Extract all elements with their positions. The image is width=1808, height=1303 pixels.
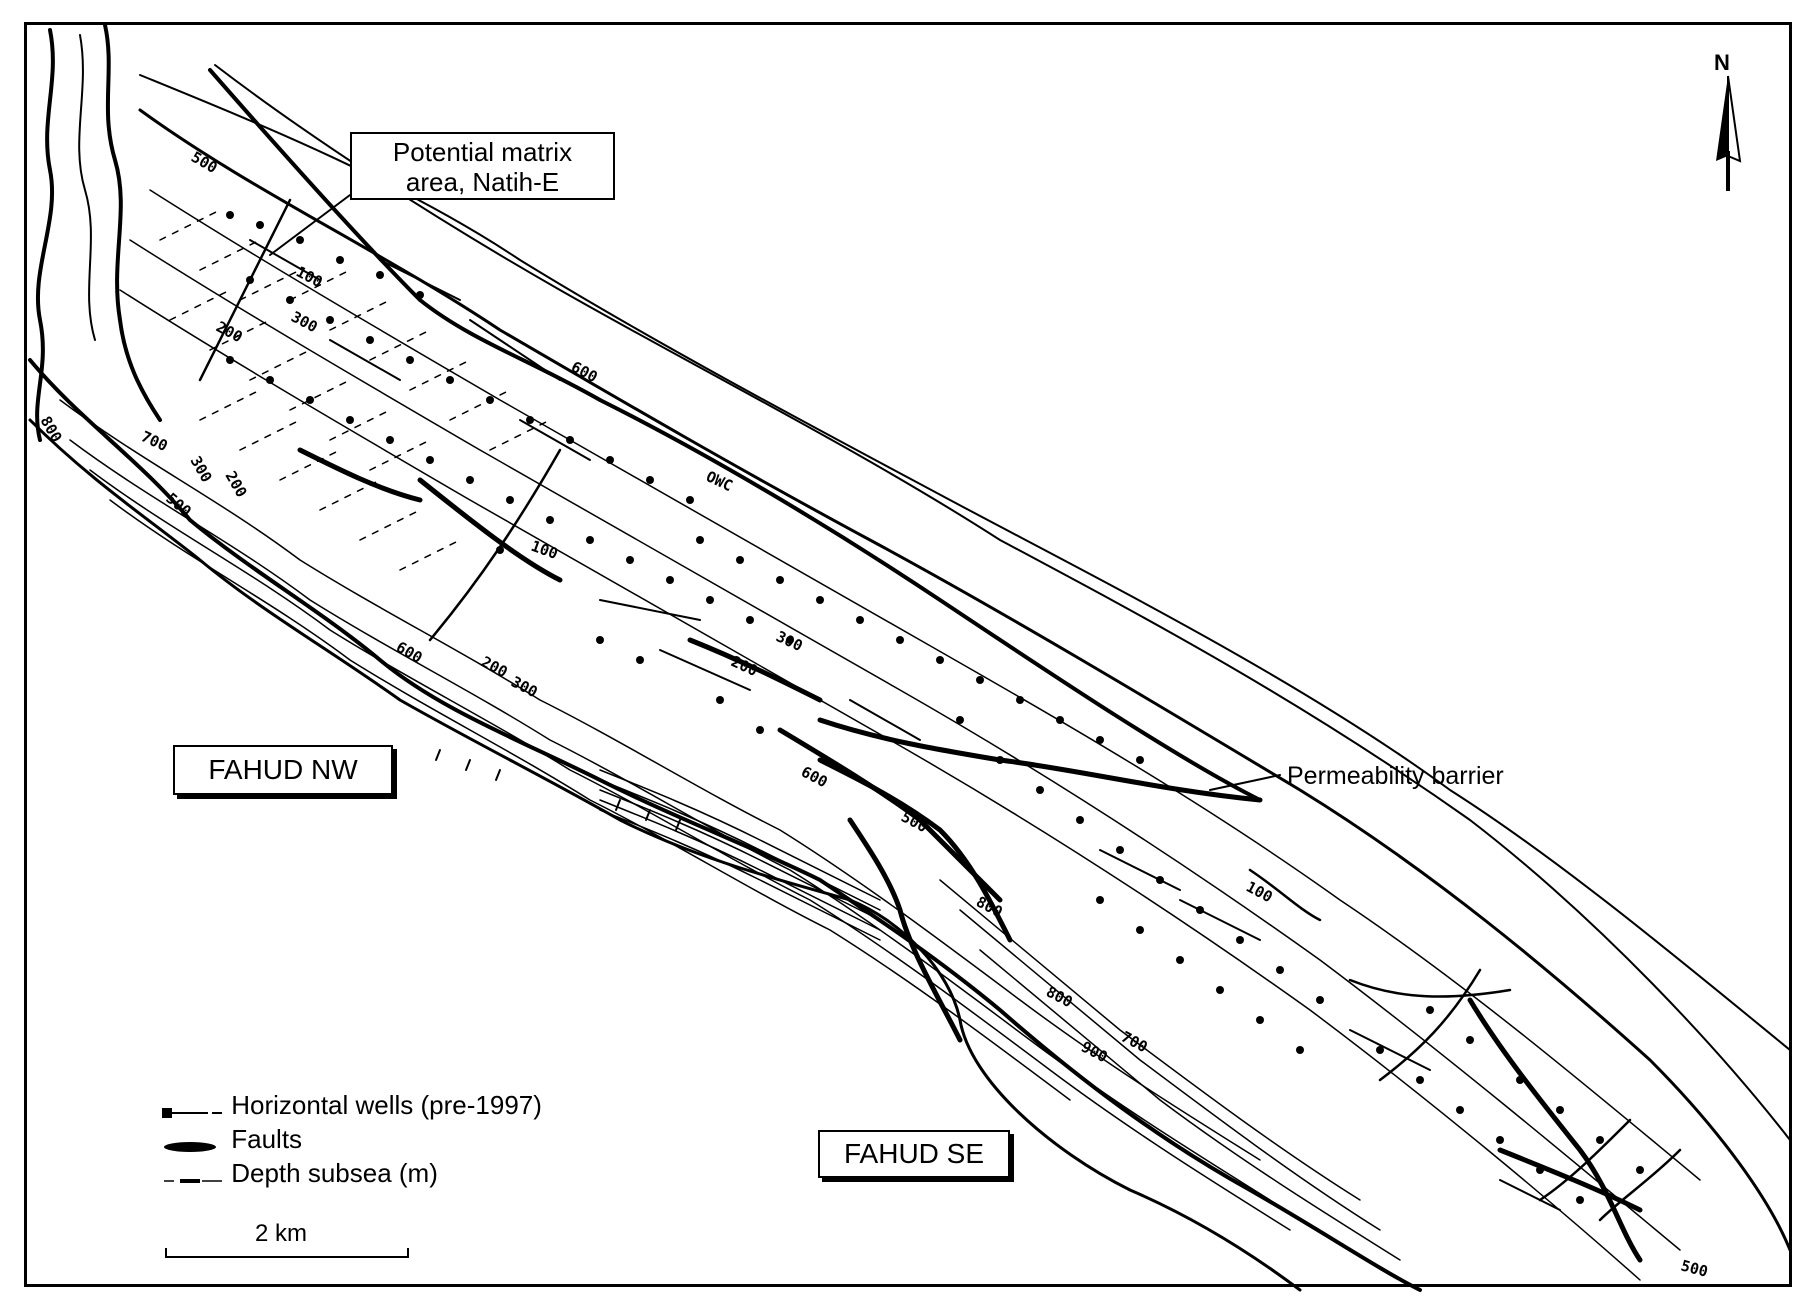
fault xyxy=(687,637,823,703)
map-frame xyxy=(24,22,1792,1287)
well-symbol-icon xyxy=(160,1097,224,1119)
legend-label-wells: Horizontal wells (pre-1997) xyxy=(231,1090,542,1120)
svg-text:500: 500 xyxy=(1679,1256,1710,1280)
fault xyxy=(1497,1147,1643,1213)
legend: Horizontal wells (pre-1997) Faults Depth… xyxy=(160,1088,542,1190)
svg-text:300: 300 xyxy=(773,627,805,655)
nw-drainage-2 xyxy=(103,23,162,422)
matrix-callout-leader xyxy=(269,194,351,256)
svg-text:200: 200 xyxy=(728,652,760,680)
svg-text:200: 200 xyxy=(222,468,251,500)
north-arrow-icon xyxy=(1716,75,1742,191)
svg-text:600: 600 xyxy=(798,763,830,792)
svg-text:700: 700 xyxy=(138,427,170,455)
fault xyxy=(817,717,1263,803)
matrix-area-line2: area, Natih-E xyxy=(405,167,560,197)
svg-text:500: 500 xyxy=(898,808,930,837)
sw-outer-edge xyxy=(28,418,1302,1292)
fahud-se-label: FAHUD SE xyxy=(818,1130,1010,1178)
outer-contour-ne xyxy=(139,74,1791,1051)
svg-text:200: 200 xyxy=(478,653,510,682)
fault xyxy=(847,817,963,1043)
permeability-barrier-label: Permeability barrier xyxy=(1287,762,1504,790)
contour-owc xyxy=(138,108,1792,1252)
fault xyxy=(297,447,423,503)
svg-text:600: 600 xyxy=(568,358,600,387)
scale-bar-label: 2 km xyxy=(255,1220,308,1247)
legend-item-wells: Horizontal wells (pre-1997) xyxy=(160,1088,542,1122)
contour-symbol-icon xyxy=(160,1165,224,1185)
north-letter: N xyxy=(1714,50,1730,75)
svg-text:300: 300 xyxy=(187,453,216,485)
fault xyxy=(1467,997,1643,1263)
svg-text:100: 100 xyxy=(1243,878,1275,907)
contour-600-ne xyxy=(214,64,1791,1141)
legend-item-faults: Faults xyxy=(160,1122,542,1156)
matrix-area-callout: Potential matrix area, Natih-E xyxy=(350,132,615,200)
boundary-fault-sw xyxy=(28,358,1422,1292)
fault xyxy=(817,757,1013,943)
nw-drainage-3 xyxy=(78,34,96,341)
legend-label-depth: Depth subsea (m) xyxy=(231,1158,438,1188)
fahud-nw-label: FAHUD NW xyxy=(173,745,393,795)
permeability-leader xyxy=(1209,774,1281,791)
svg-text:100: 100 xyxy=(529,537,561,563)
boundary-fault-ne xyxy=(208,68,1262,802)
scale-bar xyxy=(165,1248,409,1258)
matrix-area-line1: Potential matrix xyxy=(392,137,573,167)
svg-text:500: 500 xyxy=(188,148,220,177)
fault xyxy=(417,477,563,583)
nw-drainage-1 xyxy=(35,28,55,442)
legend-label-faults: Faults xyxy=(231,1124,303,1154)
svg-text:900: 900 xyxy=(1078,1038,1110,1067)
svg-text:600: 600 xyxy=(393,638,425,667)
svg-text:300: 300 xyxy=(288,308,320,337)
legend-item-depth: Depth subsea (m) xyxy=(160,1156,542,1190)
fault-symbol-icon xyxy=(160,1131,224,1153)
